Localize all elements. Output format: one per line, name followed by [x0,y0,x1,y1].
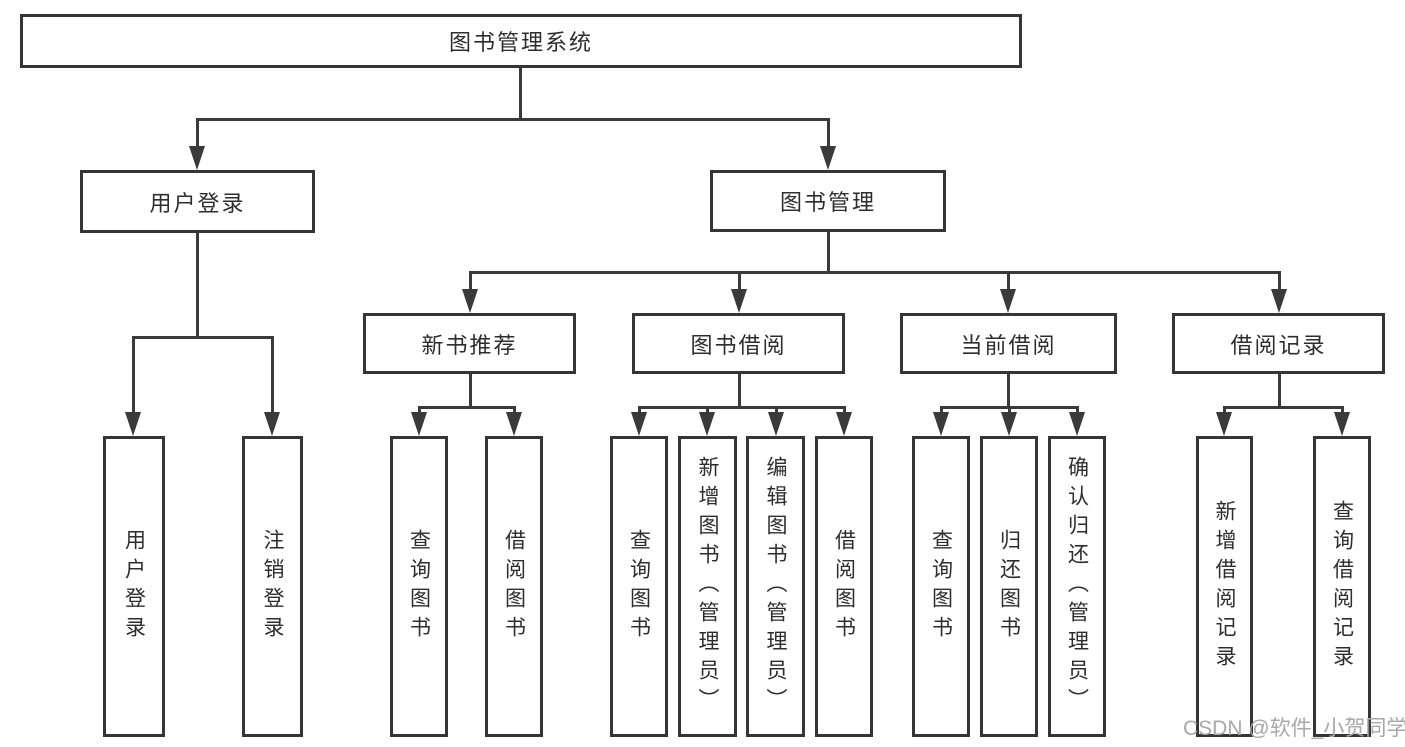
leaf-borrow-books-2-label: 借阅图书 [832,528,856,645]
node-new-book-rec-label: 新书推荐 [421,332,518,358]
node-current-borrow-label: 当前借阅 [960,332,1057,358]
connector-line [196,233,199,339]
leaf-add-borrow-record-label: 新增借阅记录 [1213,499,1236,674]
leaf-borrow-books-1-label: 借阅图书 [502,528,526,645]
arrow-down-icon [1069,412,1085,436]
node-new-book-rec: 新书推荐 [363,313,576,374]
node-book-mgmt-label: 图书管理 [779,190,876,215]
connector-line [469,374,472,409]
arrow-down-icon [189,146,205,170]
connector-line [1278,374,1281,409]
leaf-confirm-return-label: 确认归还（管理员） [1065,456,1089,717]
leaf-return-book: 归还图书 [980,436,1038,737]
arrow-down-icon [1334,412,1350,436]
node-borrow-record-label: 借阅记录 [1230,332,1327,358]
connector-line [1223,406,1226,415]
connector-line [1007,271,1010,291]
leaf-user-login: 用户登录 [103,436,165,737]
arrow-down-icon [1271,289,1287,313]
arrow-down-icon [933,412,949,436]
connector-line [827,232,830,274]
arrow-down-icon [768,412,784,436]
connector-line [132,336,274,339]
arrow-down-icon [1001,412,1017,436]
connector-line [418,406,516,409]
connector-line [1223,406,1344,409]
node-borrow-record: 借阅记录 [1172,313,1385,374]
connector-line [196,118,199,147]
leaf-add-book-label: 新增图书（管理员） [696,456,719,717]
arrow-down-icon [1000,289,1016,313]
connector-line [519,68,522,120]
node-book-borrow: 图书借阅 [632,313,845,374]
arrow-down-icon [836,412,852,436]
connector-line [1076,406,1079,415]
leaf-query-borrow-record: 查询借阅记录 [1313,436,1371,737]
connector-line [775,406,778,415]
connector-line [1341,406,1344,415]
arrow-down-icon [731,289,747,313]
leaf-user-login-label: 用户登录 [122,528,146,645]
arrow-down-icon [699,412,715,436]
leaf-borrow-books-2: 借阅图书 [815,436,873,737]
watermark: CSDN @软件_小贺同学 [1183,717,1405,740]
leaf-borrow-books-1: 借阅图书 [485,436,543,737]
connector-line [638,406,846,409]
arrow-down-icon [125,412,141,436]
connector-line [469,271,472,291]
arrow-down-icon [631,412,647,436]
connector-line [843,406,846,415]
arrow-down-icon [1216,412,1232,436]
leaf-query-borrow-record-label: 查询借阅记录 [1330,499,1354,674]
node-user-login: 用户登录 [80,170,315,233]
arrow-down-icon [506,412,522,436]
node-book-mgmt: 图书管理 [710,170,946,232]
connector-line [1278,271,1281,291]
arrow-down-icon [264,412,280,436]
connector-line [418,406,421,415]
node-root-label: 图书管理系统 [448,30,593,55]
node-user-login-label: 用户登录 [149,190,246,216]
connector-line [738,271,741,291]
arrow-down-icon [411,412,427,436]
connector-line [469,271,1281,274]
connector-line [706,406,709,415]
leaf-query-books-3-label: 查询图书 [929,528,953,645]
leaf-edit-book: 编辑图书（管理员） [746,436,805,737]
connector-line [271,336,274,414]
connector-line [1007,374,1010,409]
leaf-logout-label: 注销登录 [261,528,284,645]
node-book-borrow-label: 图书借阅 [690,332,787,358]
connector-line [827,118,830,147]
connector-line [196,118,829,121]
connector-line [513,406,516,415]
connector-line [1008,406,1011,415]
leaf-query-books-1-label: 查询图书 [407,528,431,645]
leaf-query-books-2: 查询图书 [610,436,668,737]
connector-line [940,406,943,415]
leaf-query-books-3: 查询图书 [912,436,970,737]
node-root: 图书管理系统 [20,14,1022,68]
leaf-confirm-return: 确认归还（管理员） [1048,436,1106,737]
leaf-add-borrow-record: 新增借阅记录 [1196,436,1253,737]
leaf-query-books-1: 查询图书 [390,436,448,737]
arrow-down-icon [820,146,836,170]
leaf-add-book: 新增图书（管理员） [678,436,737,737]
leaf-logout: 注销登录 [242,436,303,737]
connector-line [638,406,641,415]
leaf-return-book-label: 归还图书 [997,528,1021,645]
connector-line [132,336,135,414]
leaf-query-books-2-label: 查询图书 [627,528,651,645]
leaf-edit-book-label: 编辑图书（管理员） [764,456,787,717]
connector-line [738,374,741,409]
arrow-down-icon [462,289,478,313]
node-current-borrow: 当前借阅 [900,313,1117,374]
